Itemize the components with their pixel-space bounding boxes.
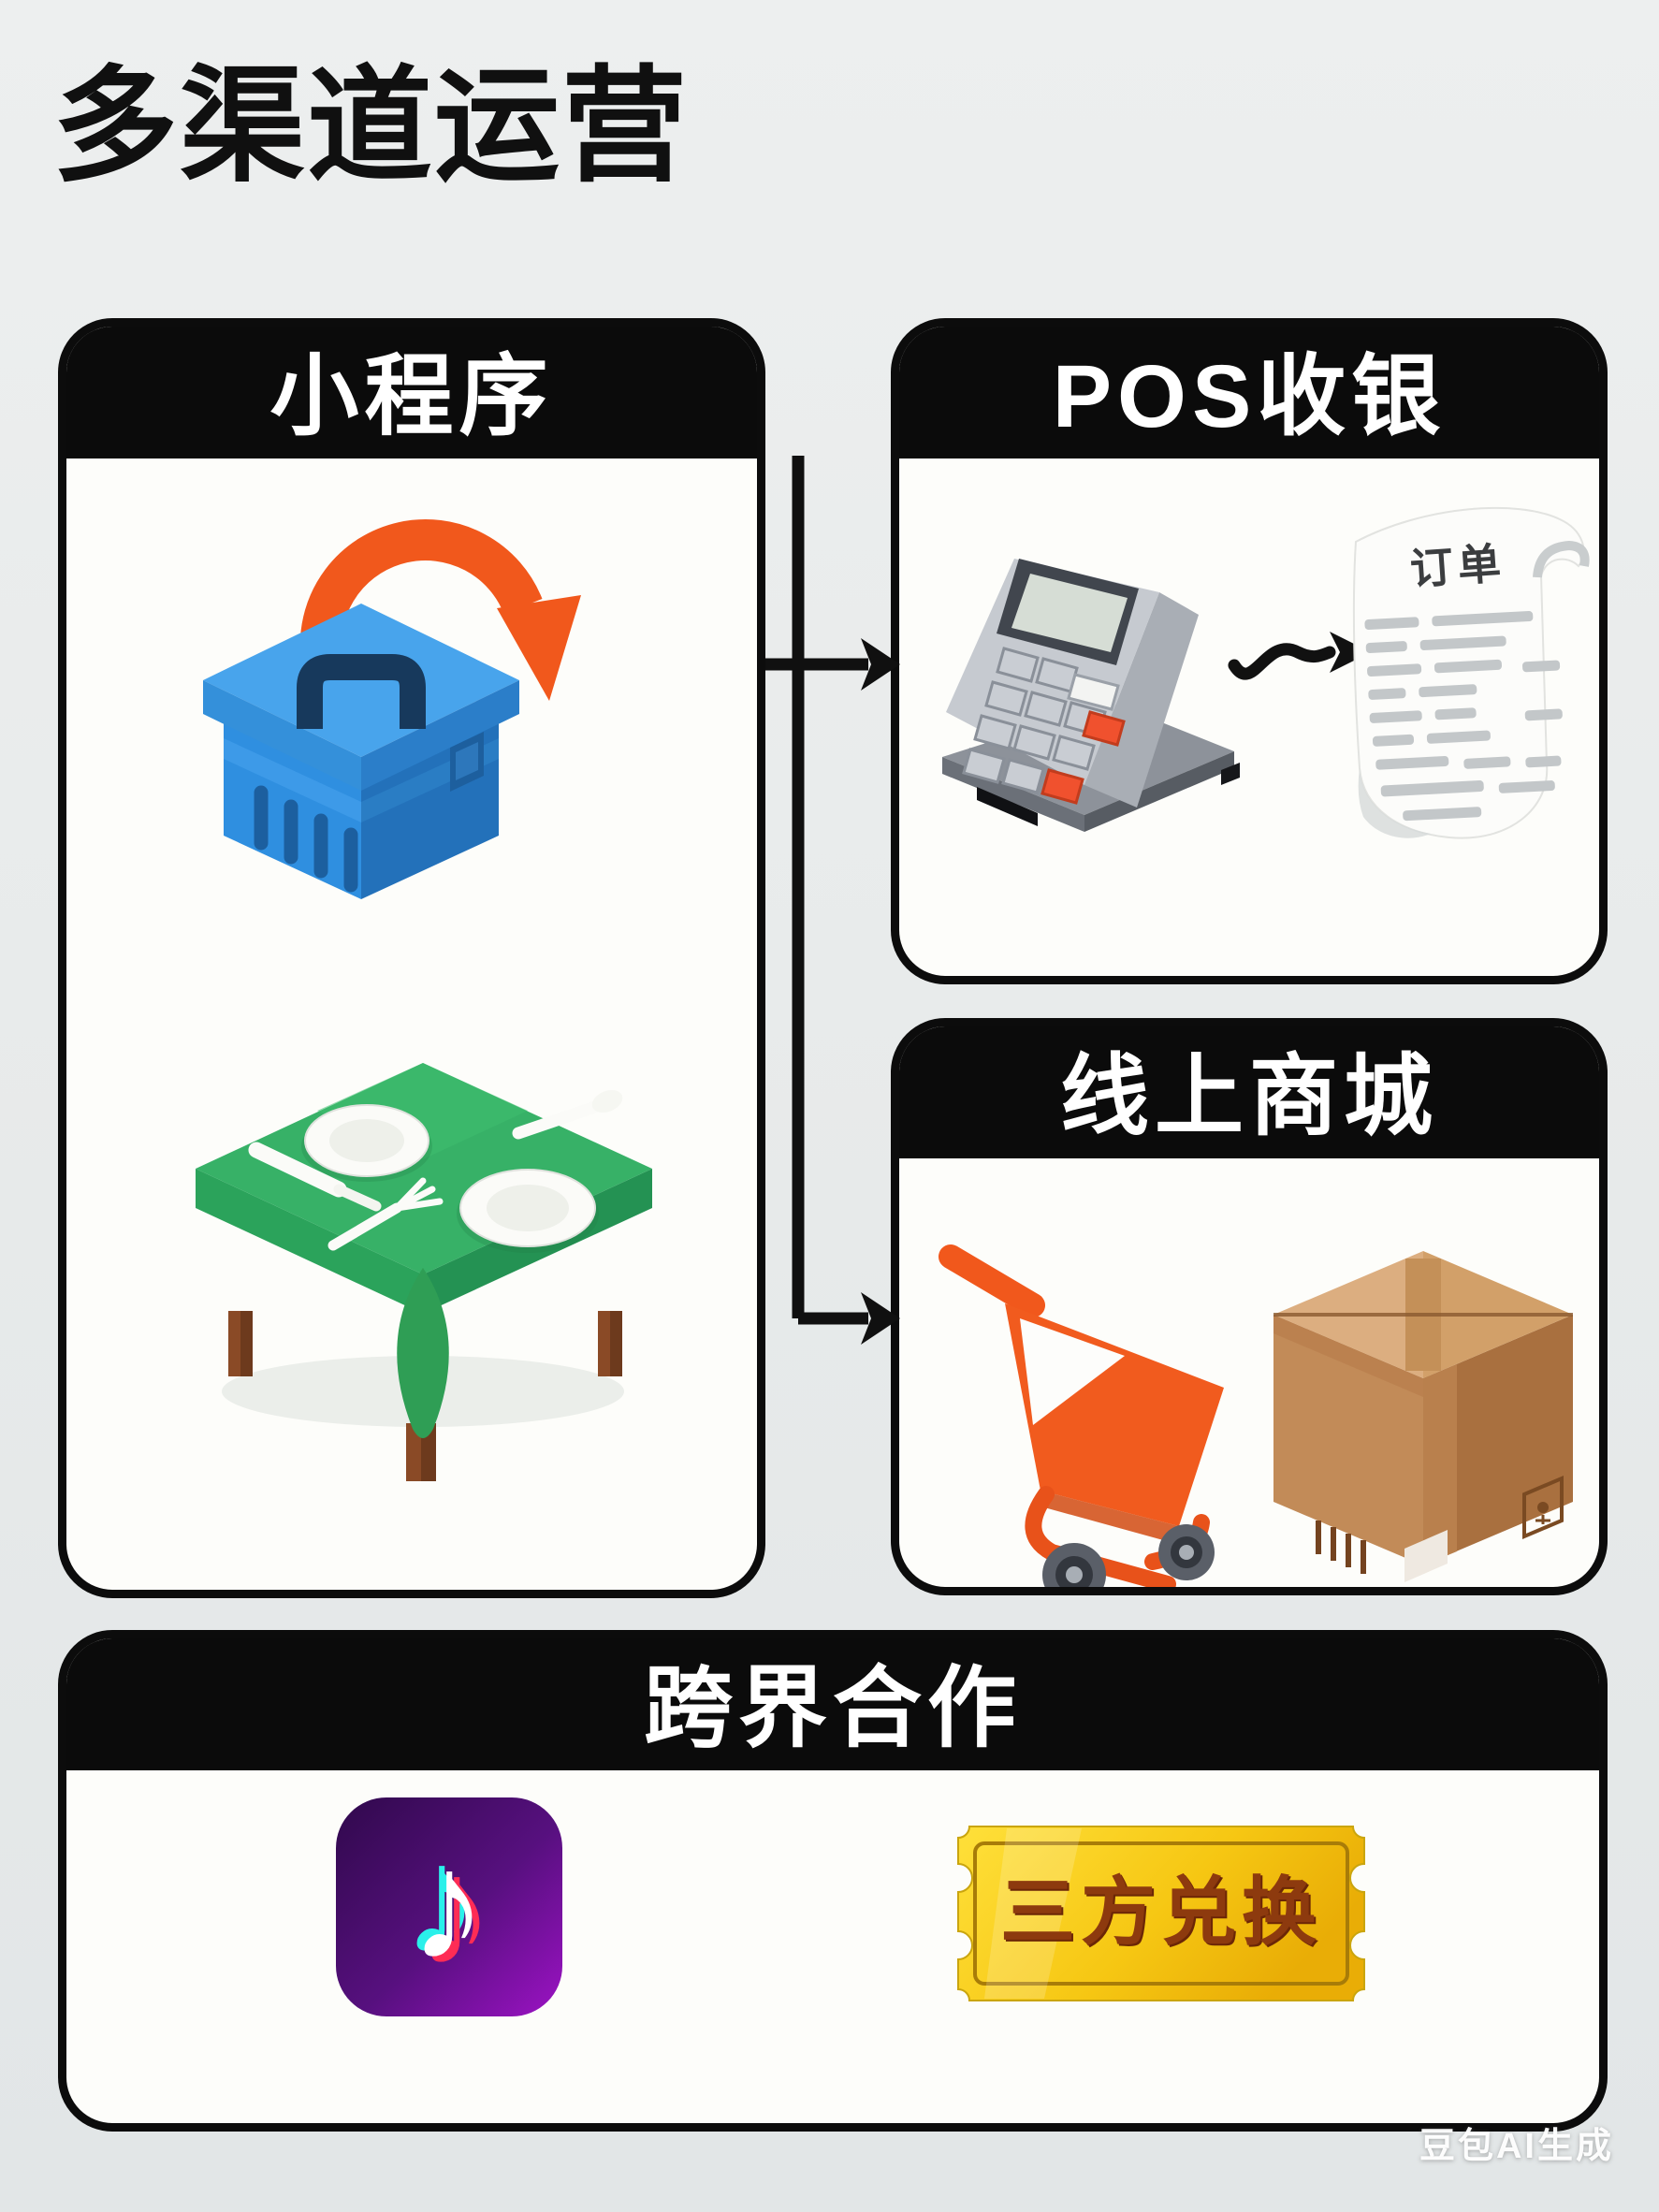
package-box-icon: [1273, 1251, 1573, 1582]
panel-cross-header: 跨界合作: [66, 1638, 1599, 1770]
cable-arrow-icon: [1228, 632, 1371, 680]
ticket-label: 三方兑换: [1000, 1870, 1322, 1954]
receipt-label: 订单: [1408, 539, 1506, 594]
panel-cross: 跨界合作 ♪ ♪ ♪: [58, 1630, 1608, 2132]
panel-mini-program: 小程序: [58, 318, 765, 1598]
tiktok-note-cyan: ♪: [402, 1813, 480, 1986]
panel-pos-header: POS收银: [899, 327, 1599, 458]
dining-table-icon: [196, 1063, 652, 1481]
tiktok-icon: ♪ ♪ ♪: [336, 1797, 562, 2016]
receipt-icon: 订单: [1352, 506, 1590, 839]
toolbox-icon: [203, 604, 519, 899]
panel-mall-header: 线上商城: [899, 1026, 1599, 1158]
panel-mini-program-header: 小程序: [66, 327, 757, 458]
tiktok-note-pink: ♪: [417, 1825, 495, 1997]
ticket-label-shadow: 三方兑换: [1002, 1872, 1324, 1956]
pos-terminal-icon: [942, 559, 1240, 832]
curved-arrow-icon: [300, 519, 581, 701]
panel-pos: POS收银: [891, 318, 1608, 984]
watermark: 豆包AI生成: [1419, 2127, 1614, 2166]
ticket-icon: 三方兑换 三方兑换: [957, 1826, 1365, 2001]
panel-cross-title: 跨界合作: [643, 1658, 1022, 1758]
panel-mall-title: 线上商城: [1059, 1046, 1438, 1146]
page-title: 多渠道运营: [52, 57, 690, 196]
panel-pos-title: POS收银: [1052, 346, 1447, 446]
tiktok-note-white: ♪: [410, 1819, 488, 1991]
panel-mall: 线上商城: [891, 1018, 1608, 1595]
panel-mini-program-title: 小程序: [269, 346, 554, 446]
shopping-cart-icon: [939, 1244, 1224, 1587]
